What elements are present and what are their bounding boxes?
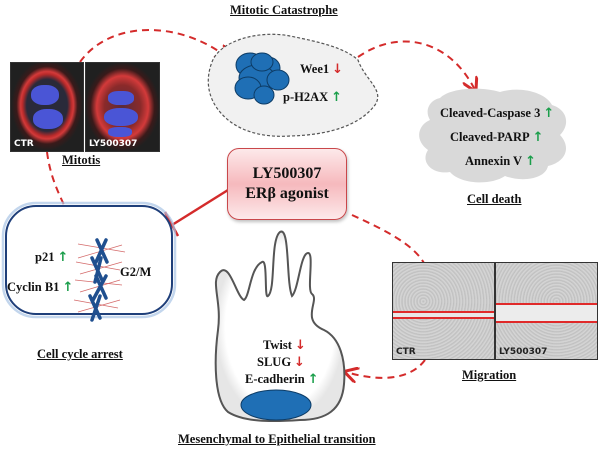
marker-wee1: Wee1↓ — [300, 62, 343, 77]
marker-cleaved-parp: Cleaved-PARP↑ — [450, 130, 544, 145]
connector-catastrophe-to-death — [357, 40, 475, 90]
arrow-up-icon: ↑ — [543, 106, 555, 121]
marker-cyclin-b1: Cyclin B1↑ — [7, 280, 73, 295]
marker-p21: p21↑ — [35, 250, 68, 265]
marker-p-h2ax: p-H2AX↑ — [283, 90, 342, 105]
mitotic-catastrophe-title: Mitotic Catastrophe — [230, 3, 338, 17]
arrow-up-icon: ↑ — [532, 130, 544, 145]
arrow-up-icon: ↑ — [57, 250, 69, 265]
emt-nucleus — [240, 389, 312, 421]
marker-name: Wee1 — [300, 62, 330, 76]
marker-e-cadherin: E-cadherin↑ — [245, 372, 319, 387]
marker-cleaved-caspase-3: Cleaved-Caspase 3↑ — [440, 106, 554, 121]
marker-name: Cleaved-Caspase 3 — [440, 106, 541, 120]
cell-death-title: Cell death — [467, 192, 522, 206]
marker-name: p21 — [35, 250, 55, 264]
marker-name: SLUG — [257, 355, 292, 369]
chromosomes-icon — [88, 238, 109, 322]
arrow-up-icon: ↑ — [62, 280, 74, 295]
emt-title: Mesenchymal to Epithelial transition — [178, 432, 376, 446]
emt-cell — [214, 230, 346, 423]
arrow-up-icon: ↑ — [307, 372, 319, 387]
inhibition-line — [171, 188, 229, 227]
arrow-up-icon: ↑ — [331, 90, 343, 105]
cell-cycle-arrest-title: Cell cycle arrest — [37, 347, 123, 361]
migration-label-ctr: CTR — [396, 347, 416, 357]
connector-migration-to-emt — [346, 359, 426, 378]
ly500307-agent-box: LY500307 ERβ agonist — [227, 148, 347, 220]
agent-description: ERβ agonist — [245, 185, 329, 202]
marker-twist: Twist↓ — [263, 338, 306, 353]
phase-label-g2m: G2/M — [120, 265, 152, 279]
mitosis-panel-ly500307: LY500307 — [85, 62, 160, 152]
migration-panel-ly500307: LY500307 — [495, 262, 598, 360]
marker-name: Cyclin B1 — [7, 280, 60, 294]
mitosis-title: Mitotis — [62, 153, 101, 167]
catastrophe-blob — [207, 33, 379, 137]
arrest-cell — [5, 205, 173, 315]
marker-name: E-cadherin — [245, 372, 305, 386]
arrow-down-icon: ↓ — [294, 338, 306, 353]
arrow-down-icon: ↓ — [332, 62, 344, 77]
agent-name: LY500307 — [252, 165, 322, 182]
connector-agent-to-migration — [351, 214, 426, 266]
cell-death-cloud — [419, 88, 567, 183]
mitosis-label-ctr: CTR — [14, 139, 34, 149]
migration-panel-ctr: CTR — [392, 262, 495, 360]
arrow-down-icon: ↓ — [294, 355, 305, 370]
marker-slug: SLUG↓ — [257, 355, 305, 370]
marker-name: Cleaved-PARP — [450, 130, 530, 144]
marker-annexin-v: Annexin V↑ — [465, 154, 536, 169]
migration-title: Migration — [462, 368, 517, 382]
fragmented-nucleus-icon — [234, 52, 290, 105]
marker-name: p-H2AX — [283, 90, 329, 104]
marker-name: Annexin V — [465, 154, 523, 168]
mitosis-label-ly500307: LY500307 — [89, 139, 138, 149]
migration-label-ly500307: LY500307 — [499, 347, 548, 357]
arrow-up-icon: ↑ — [525, 154, 536, 169]
marker-name: Twist — [263, 338, 292, 352]
connector-mitosis-to-catastrophe — [79, 29, 228, 63]
mitosis-panel-ctr: CTR — [10, 62, 84, 152]
